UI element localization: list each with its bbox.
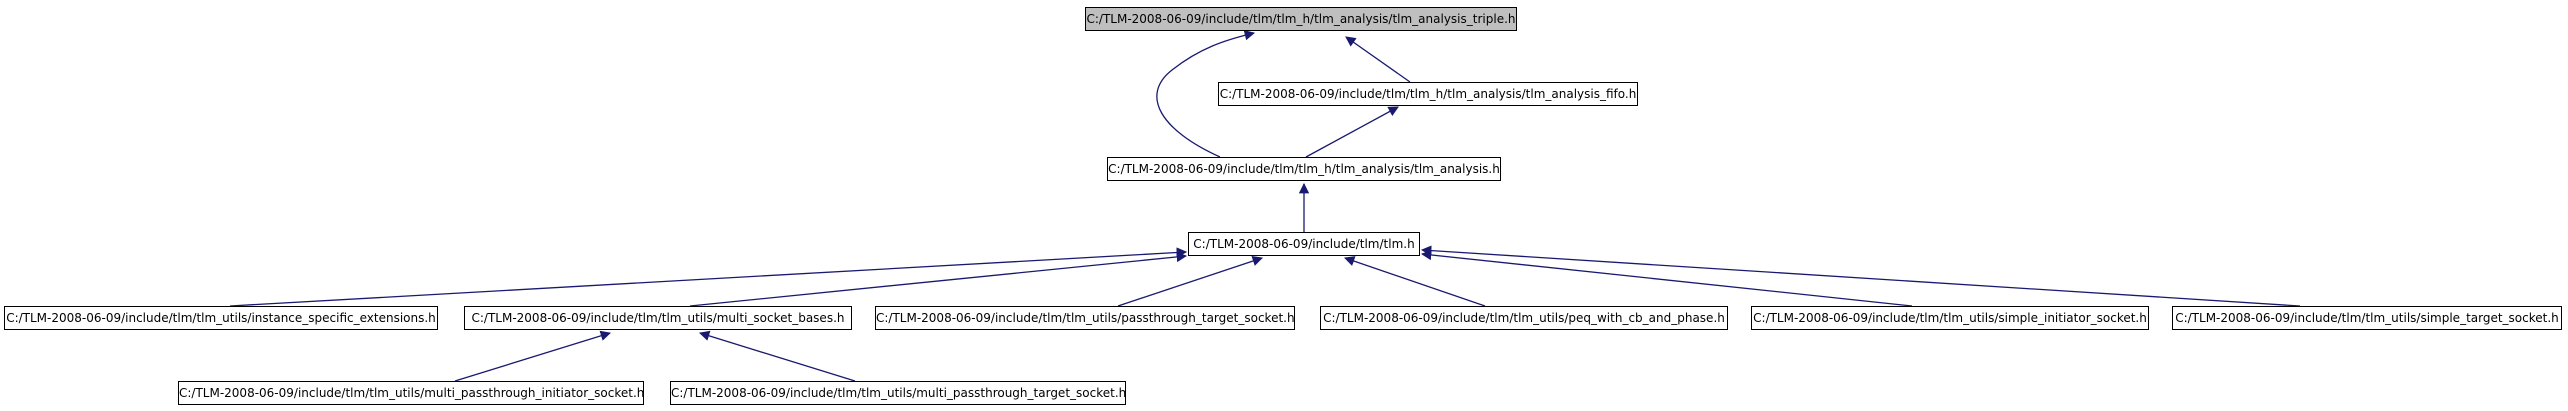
node-simple-target-socket[interactable]: C:/TLM-2008-06-09/include/tlm/tlm_utils/… [2172, 306, 2562, 330]
node-multi-passthrough-initiator-socket[interactable]: C:/TLM-2008-06-09/include/tlm/tlm_utils/… [178, 381, 644, 405]
edge-simple_init-to-tlm [1420, 249, 1913, 307]
node-tlm-analysis[interactable]: C:/TLM-2008-06-09/include/tlm/tlm_h/tlm_… [1107, 157, 1501, 181]
edge-multi_target-to-multi_bases [699, 330, 856, 382]
edge-analysis-to-triple [1156, 30, 1256, 158]
node-multi-socket-bases[interactable]: C:/TLM-2008-06-09/include/tlm/tlm_utils/… [464, 306, 852, 330]
edge-peq-to-tlm [1344, 256, 1486, 307]
node-tlm-analysis-triple[interactable]: C:/TLM-2008-06-09/include/tlm/tlm_h/tlm_… [1085, 7, 1517, 31]
edge-multi_init-to-multi_bases [454, 330, 611, 382]
node-simple-initiator-socket[interactable]: C:/TLM-2008-06-09/include/tlm/tlm_utils/… [1751, 306, 2149, 330]
node-multi-passthrough-target-socket[interactable]: C:/TLM-2008-06-09/include/tlm/tlm_utils/… [670, 381, 1126, 405]
edge-instance_ext-to-tlm [229, 247, 1188, 307]
node-instance-specific-extensions[interactable]: C:/TLM-2008-06-09/include/tlm/tlm_utils/… [4, 306, 438, 330]
edge-fifo-to-triple [1345, 36, 1411, 83]
node-tlm[interactable]: C:/TLM-2008-06-09/include/tlm/tlm.h [1188, 232, 1420, 256]
node-passthrough-target-socket[interactable]: C:/TLM-2008-06-09/include/tlm/tlm_utils/… [875, 306, 1295, 330]
node-peq-with-cb-and-phase[interactable]: C:/TLM-2008-06-09/include/tlm/tlm_utils/… [1320, 306, 1728, 330]
node-tlm-analysis-fifo[interactable]: C:/TLM-2008-06-09/include/tlm/tlm_h/tlm_… [1218, 82, 1638, 106]
edge-simple_target-to-tlm [1420, 245, 2301, 307]
edge-analysis-to-fifo [1305, 106, 1399, 158]
edge-multi_bases-to-tlm [689, 251, 1188, 307]
edge-pass_target-to-tlm [1117, 256, 1263, 307]
